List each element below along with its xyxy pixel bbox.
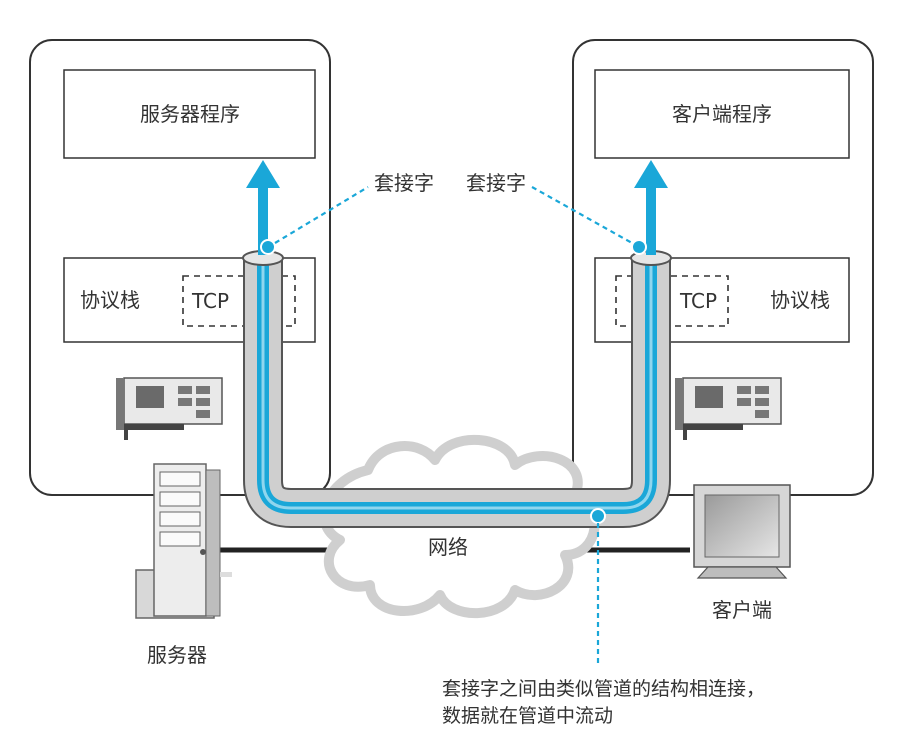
server-app-box: 服务器程序 [63,69,316,159]
client-monitor-icon [693,484,791,579]
client-app-label: 客户端程序 [672,102,772,126]
server-tcp-label: TCP [191,289,229,313]
server-up-arrow [246,160,280,255]
client-up-arrow [634,160,668,255]
client-caption: 客户端 [712,598,772,622]
server-nic-card-icon [116,377,223,440]
server-app-label: 服务器程序 [140,102,240,126]
note-line-2: 数据就在管道中流动 [442,705,613,727]
server-panel: 服务器程序 协议栈 TCP [29,39,331,496]
left-socket-label: 套接字 [374,171,434,195]
client-tcp-label: TCP [679,289,717,313]
pipe-annotation-dot [590,508,606,524]
left-socket-leader [274,186,369,244]
note-line-1: 套接字之间由类似管道的结构相连接， [442,678,765,700]
client-stack-label: 协议栈 [770,288,830,312]
server-stack-label: 协议栈 [80,288,140,312]
right-socket-leader [531,186,633,244]
client-socket-dot [631,239,647,255]
client-app-box: 客户端程序 [594,69,850,159]
socket-pipe [242,250,672,528]
server-tower-icon [135,463,232,619]
right-socket-label: 套接字 [466,171,526,195]
client-nic-card-icon [675,377,782,440]
server-socket-dot [260,239,276,255]
client-panel: 客户端程序 TCP 协议栈 [572,39,874,496]
server-caption: 服务器 [147,643,207,667]
network-label: 网络 [428,535,468,559]
